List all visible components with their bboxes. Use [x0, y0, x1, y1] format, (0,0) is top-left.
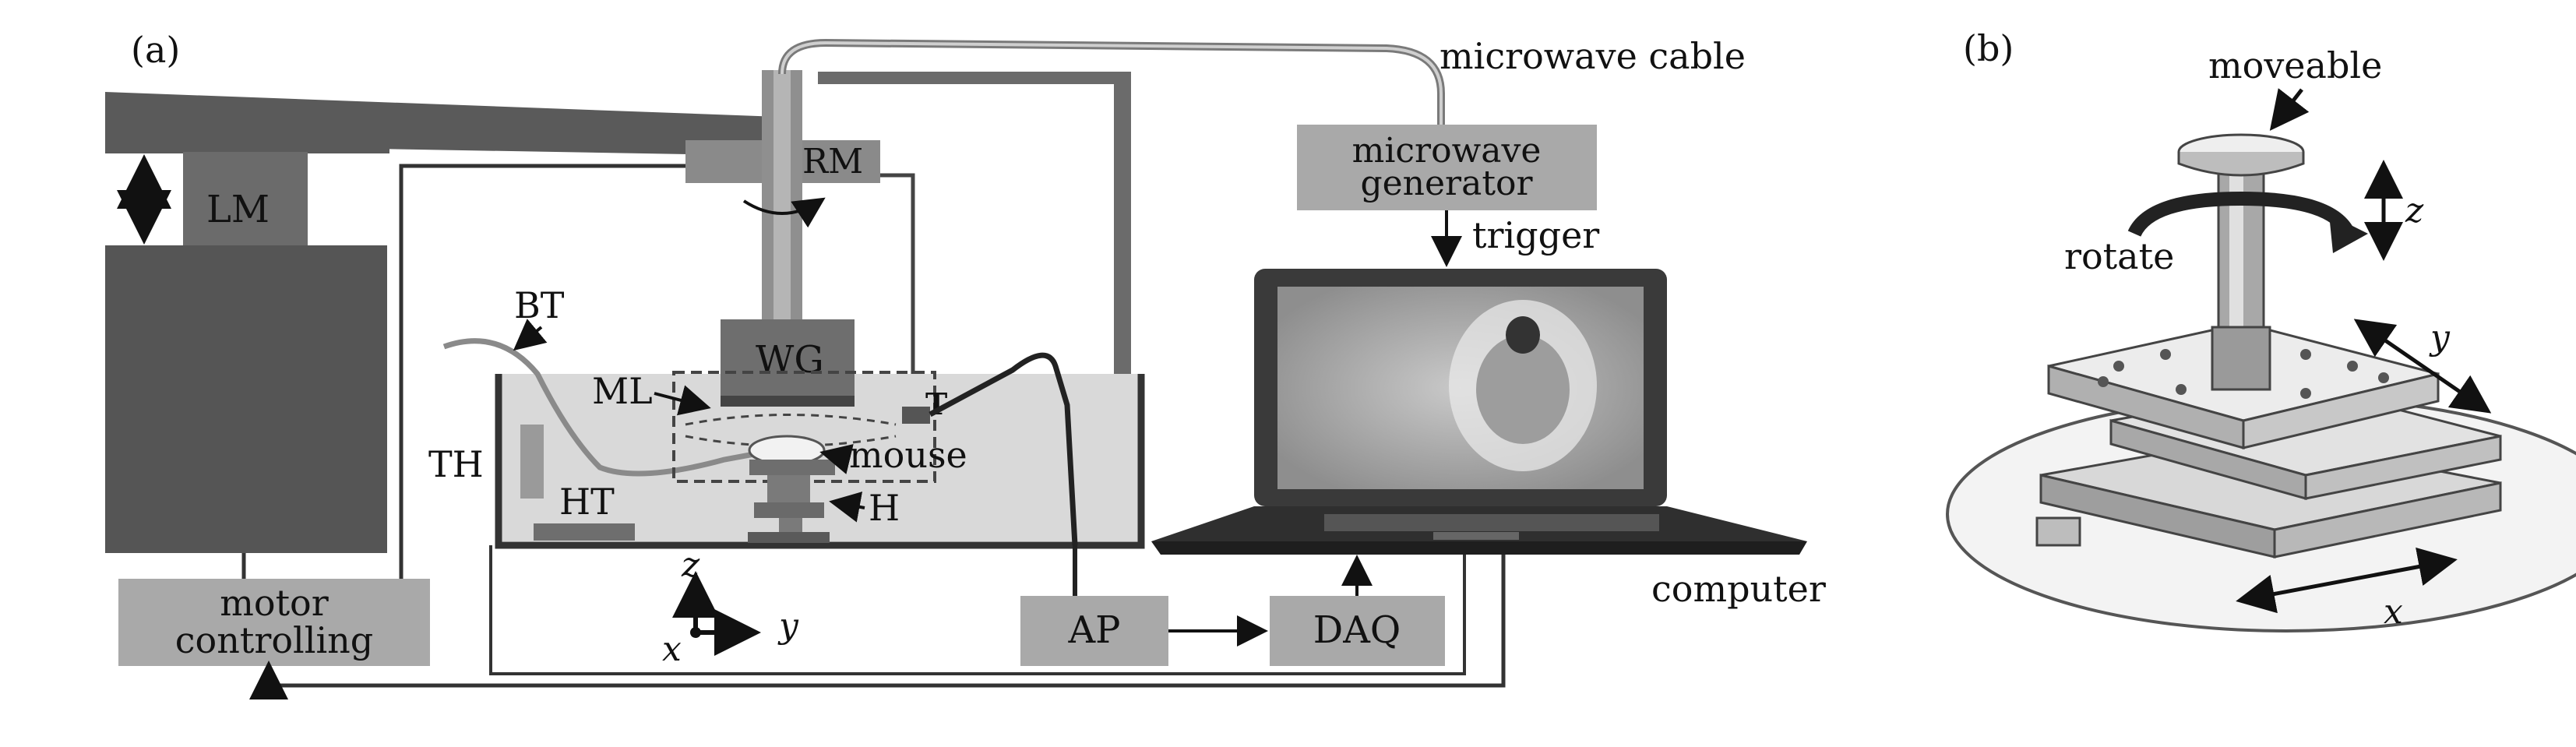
- label-bt: BT: [514, 284, 565, 326]
- label-rotate: rotate: [2064, 235, 2174, 277]
- label-ml: ML: [592, 370, 653, 412]
- holder-column-mid: [754, 502, 824, 518]
- label-ap: AP: [1068, 608, 1121, 652]
- b-y-arrow: [2353, 319, 2492, 414]
- laptop-touchpad: [1433, 532, 1519, 540]
- top-arm-lip: [105, 144, 389, 153]
- label-rm: RM: [802, 142, 863, 181]
- motor-controlling-box: [118, 579, 430, 666]
- label-moveable: moveable: [2208, 44, 2382, 86]
- heater-plate: [534, 523, 635, 541]
- generator-line2: generator: [1360, 164, 1533, 203]
- panel-b-tag: (b): [1963, 27, 2014, 69]
- rod-cap-edge: [2177, 152, 2305, 177]
- bt-pointer: [513, 319, 548, 351]
- label-microwave-cable: microwave cable: [1440, 35, 1746, 77]
- b-x-label: x: [2384, 592, 2403, 632]
- waveguide-lip: [721, 396, 855, 407]
- label-lm: LM: [206, 188, 270, 231]
- lower-stage-clamp: [2035, 516, 2081, 547]
- laptop-front-edge: [1151, 541, 1807, 555]
- rod-collar: [2211, 326, 2271, 391]
- feedback-line: [249, 553, 1506, 699]
- transducer: [902, 407, 930, 424]
- motor-to-rm-cable: [399, 164, 685, 579]
- axis-origin: [690, 627, 701, 638]
- amplifier-box: [1020, 596, 1168, 666]
- rm-to-transducer-cable: [880, 173, 915, 393]
- laptop-keys: [1324, 514, 1659, 531]
- screen-image-dark-spot: [1506, 316, 1540, 354]
- microwave-generator-box: [1297, 125, 1597, 210]
- rotate-arrow-band: [2127, 191, 2356, 238]
- axis-z-label: z: [681, 545, 700, 585]
- waveguide-shaft-core: [774, 70, 791, 319]
- breathing-tube: [442, 338, 776, 477]
- moveable-pointer: [2269, 88, 2310, 131]
- label-ht: HT: [559, 481, 615, 523]
- b-z-label: z: [2405, 191, 2424, 231]
- holder-base: [748, 532, 830, 543]
- middle-stage-right-face: [2304, 435, 2502, 500]
- water-tank-walls: [495, 374, 1145, 549]
- motor-controlling-line1: motor: [220, 582, 328, 624]
- label-h: H: [869, 487, 900, 529]
- b-x-arrow: [2236, 547, 2458, 614]
- top-stage-holes: [2098, 349, 2389, 399]
- generator-line1: microwave: [1352, 131, 1542, 171]
- panel-a-tag: (a): [131, 29, 180, 71]
- holder-top-plate: [749, 460, 835, 475]
- microwave-cable-highlight: [781, 41, 1443, 125]
- waveguide-block: [721, 319, 855, 405]
- axis-y-label: y: [777, 606, 799, 646]
- tank-loop-line: [489, 545, 1466, 675]
- label-trigger: trigger: [1472, 214, 1599, 256]
- label-computer: computer: [1651, 568, 1826, 610]
- rotate-arrow-head: [2329, 214, 2368, 253]
- daq-box: [1270, 596, 1445, 666]
- motor-tower-block: [105, 245, 387, 553]
- label-mouse: mouse: [849, 434, 967, 476]
- mouse-pointer: [819, 444, 854, 474]
- screen-image-inner: [1476, 335, 1570, 444]
- tank-heater-block: [520, 425, 544, 499]
- transducer-cable: [929, 352, 1078, 546]
- label-th: TH: [428, 443, 484, 485]
- holder-column-lower: [779, 518, 802, 532]
- holder-column-upper: [767, 475, 810, 502]
- top-arm: [105, 92, 779, 156]
- ml-pointer: [654, 385, 711, 416]
- field-line-upper: [685, 414, 897, 426]
- support-top-bar: [818, 72, 1131, 84]
- axis-x-label: x: [662, 629, 682, 669]
- linear-motor-neck: [183, 152, 308, 245]
- motor-controlling-line2: controlling: [175, 619, 373, 661]
- label-daq: DAQ: [1313, 608, 1401, 652]
- rotation-arrow-a: [742, 197, 826, 228]
- h-pointer: [829, 492, 865, 523]
- label-wg: WG: [756, 338, 824, 382]
- b-y-label: y: [2429, 318, 2451, 358]
- label-t: T: [925, 386, 947, 421]
